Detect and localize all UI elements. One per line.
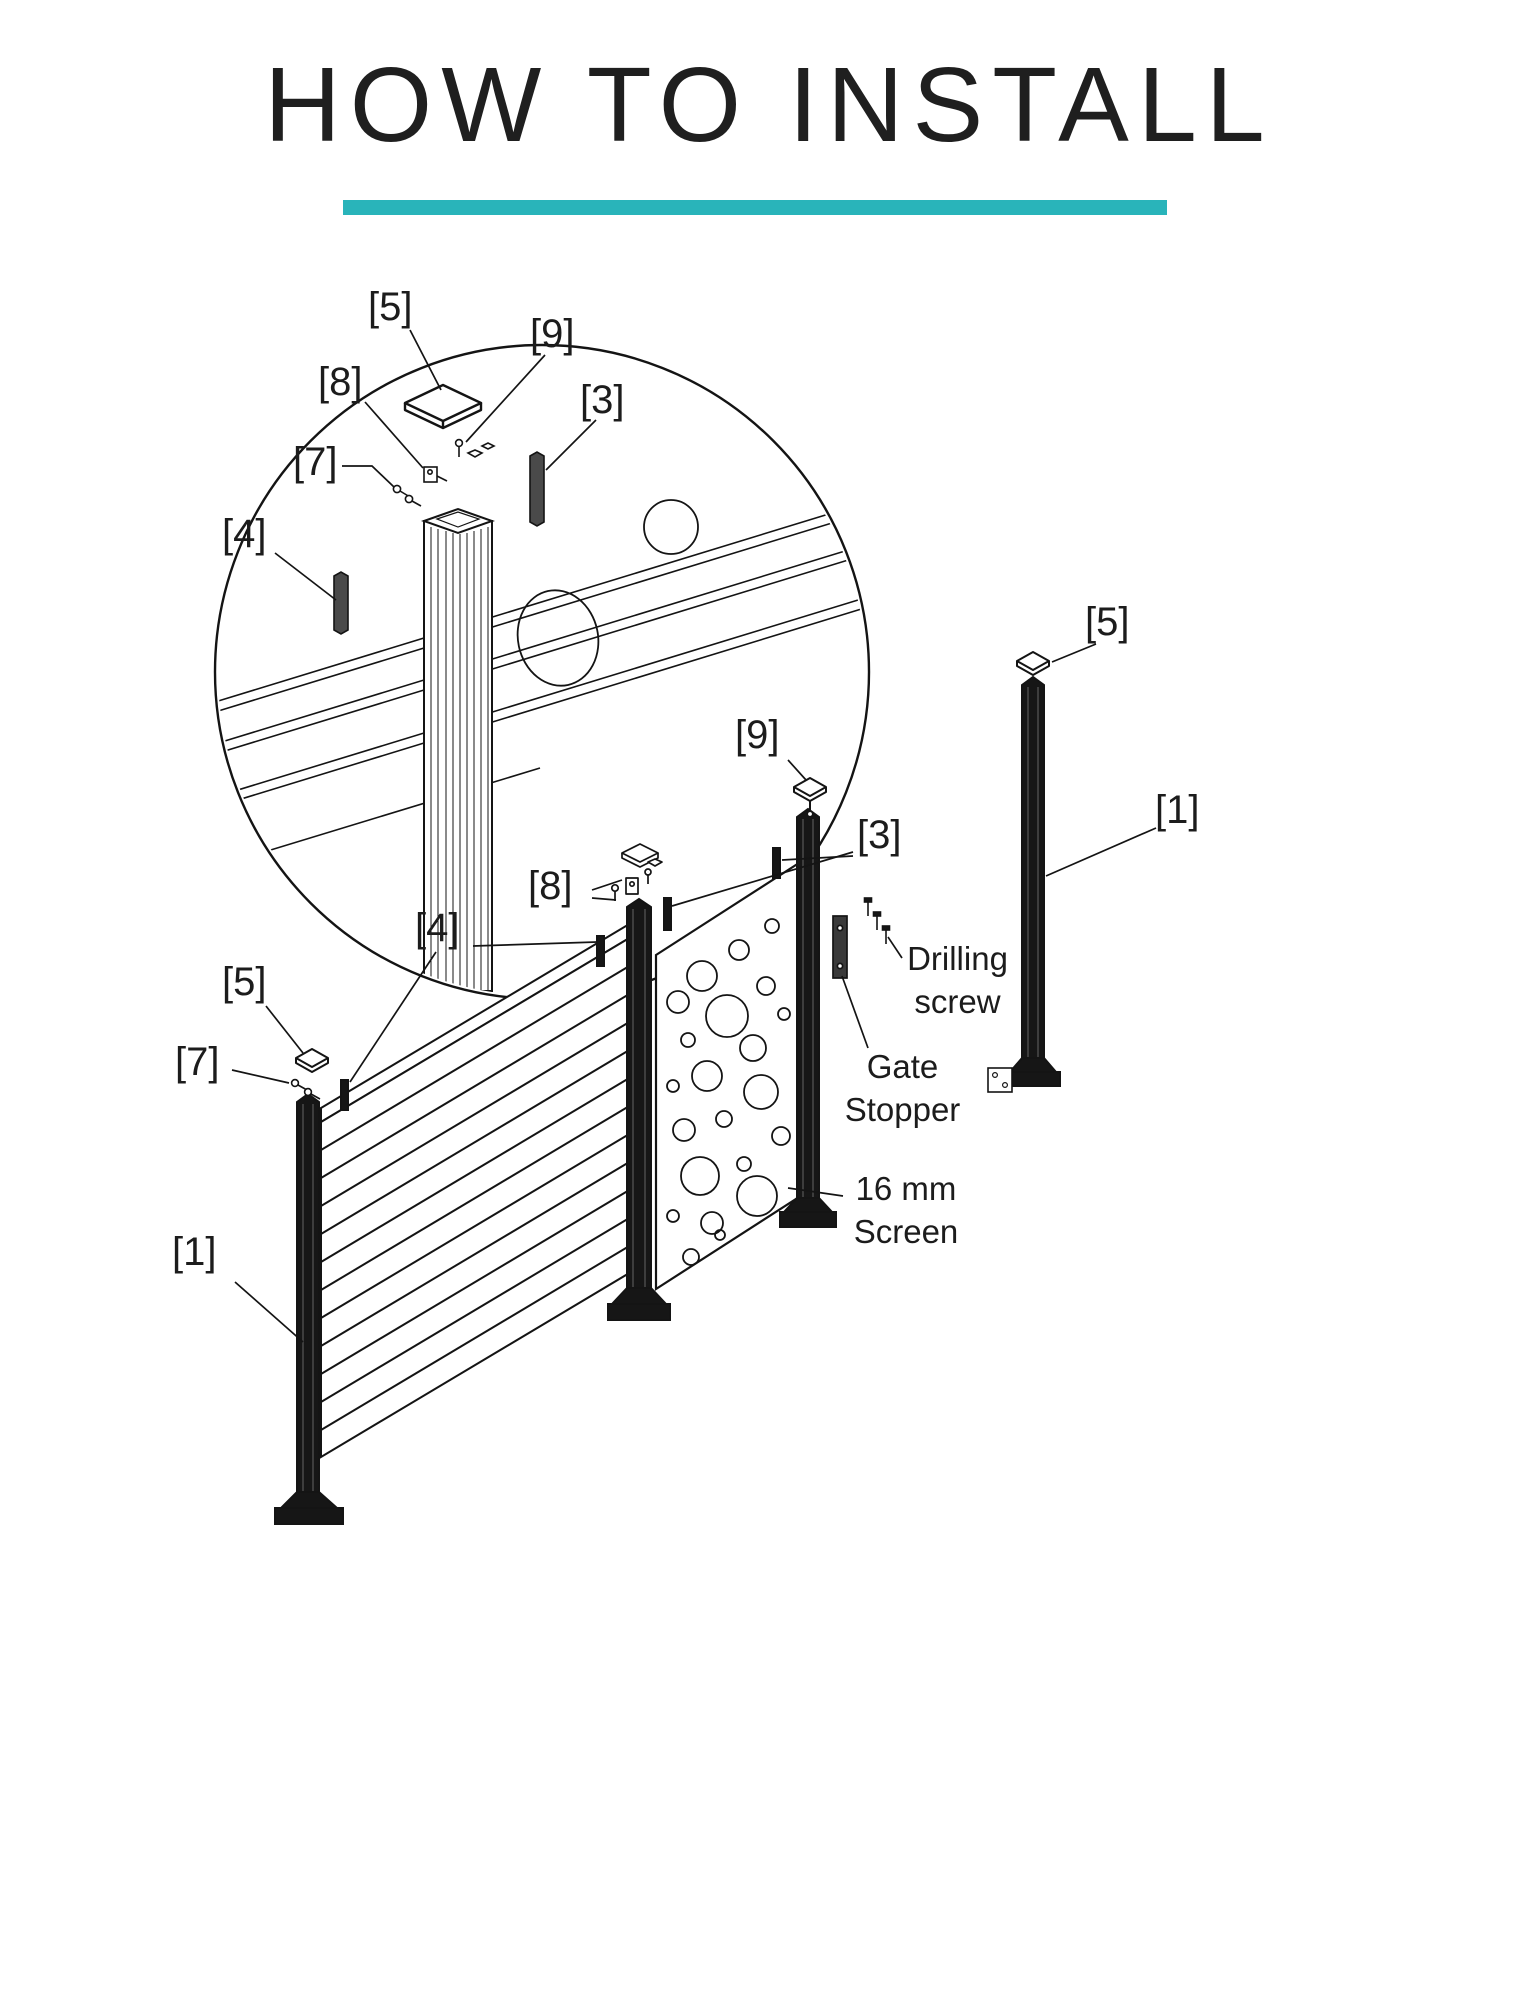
fence-panel xyxy=(320,921,632,1459)
detail-inset xyxy=(213,329,871,1001)
label-detail-part8: [8] xyxy=(318,360,363,404)
detail-post-cap xyxy=(403,383,483,430)
label-gate-part9: [9] xyxy=(735,713,780,757)
label-detail-part3: [3] xyxy=(580,378,625,422)
label-mid-part4: [4] xyxy=(415,906,460,950)
label-left-part5: [5] xyxy=(222,960,267,1004)
label-detail-part9: [9] xyxy=(530,312,575,356)
label-left-part7: [7] xyxy=(175,1040,220,1084)
detail-leader-lines xyxy=(274,329,597,601)
label-16mm-screen: 16 mm Screen xyxy=(853,1170,959,1250)
gate-post-cap xyxy=(793,777,827,818)
channel-pin-left xyxy=(340,1079,349,1111)
label-gate-part3: [3] xyxy=(857,813,902,857)
label-detail-part5: [5] xyxy=(368,285,413,329)
detail-screws-9 xyxy=(454,438,496,458)
detail-post-profile xyxy=(420,507,496,992)
label-left-part1: [1] xyxy=(172,1230,217,1274)
label-right-post-part1: [1] xyxy=(1155,788,1200,832)
label-mid-part8: [8] xyxy=(528,864,573,908)
decorative-screen xyxy=(654,860,801,1292)
middle-post xyxy=(607,897,671,1321)
channel-pin-mid xyxy=(596,935,605,967)
detail-channel-strip-4 xyxy=(333,571,349,635)
left-post-cap xyxy=(295,1048,329,1073)
label-gate-stopper: Gate Stopper xyxy=(844,1048,961,1128)
standalone-post-cap xyxy=(1016,651,1050,676)
label-detail-part7: [7] xyxy=(293,440,338,484)
detail-screws-7 xyxy=(392,484,422,507)
page-title: HOW TO INSTALL xyxy=(264,46,1274,164)
gate-post xyxy=(779,807,837,1228)
standalone-post xyxy=(987,675,1061,1093)
mid-post-cap-hardware xyxy=(610,843,663,901)
left-post-screws xyxy=(290,1078,321,1100)
channel-pin-screen-right xyxy=(772,847,781,879)
drilling-screws xyxy=(863,897,891,944)
detail-bracket-8 xyxy=(423,466,448,483)
detail-channel-strip-3 xyxy=(529,451,545,527)
label-detail-part4: [4] xyxy=(222,512,267,556)
channel-pin-screen-left xyxy=(663,897,672,931)
label-right-post-part5: [5] xyxy=(1085,600,1130,644)
main-leader-lines xyxy=(231,643,1157,1343)
detail-screen-holes xyxy=(516,499,699,687)
label-drilling-screw: Drilling screw xyxy=(907,940,1008,1020)
left-post xyxy=(274,1092,344,1525)
gate-stopper xyxy=(832,915,848,979)
title-divider xyxy=(343,200,1167,215)
main-assembly xyxy=(231,643,1157,1525)
